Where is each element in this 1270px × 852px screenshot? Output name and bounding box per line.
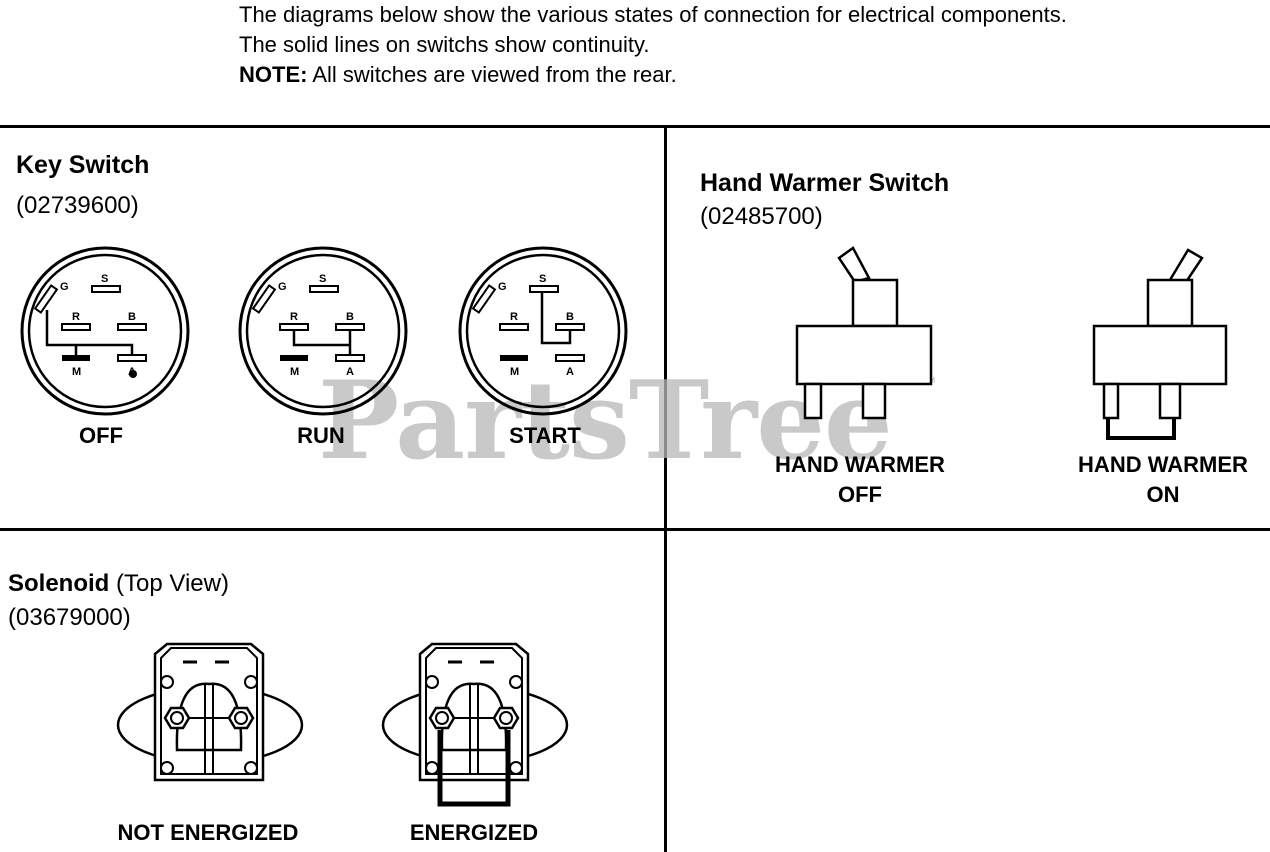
intro-note: NOTE: All switches are viewed from the r… (239, 60, 1067, 90)
solenoid-part-number: (03679000) (8, 604, 131, 631)
note-text: All switches are viewed from the rear. (307, 62, 677, 87)
svg-text:A: A (566, 366, 574, 378)
hand-warmer-title: Hand Warmer Switch (700, 169, 950, 197)
svg-text:A: A (346, 366, 354, 378)
terminal-label-r: R (72, 311, 80, 323)
key-switch-state-off: OFF (79, 423, 123, 448)
svg-text:S: S (319, 273, 326, 285)
key-switch-title: Key Switch (16, 151, 150, 179)
key-switch-state-run: RUN (297, 423, 345, 448)
hand-warmer-off-label: HAND WARMER OFF (750, 450, 970, 510)
hand-warmer-on-label: HAND WARMER ON (1053, 450, 1270, 510)
divider-middle (0, 528, 1270, 531)
terminal-label-a: A (128, 366, 136, 378)
hand-warmer-off-diagram (795, 246, 933, 420)
terminal-label-g: G (60, 281, 69, 293)
terminal-label-s: S (101, 273, 108, 285)
svg-text:S: S (539, 273, 546, 285)
svg-text:G: G (278, 281, 287, 293)
svg-text:G: G (498, 281, 507, 293)
hand-warmer-off-line-1: HAND WARMER (775, 452, 945, 477)
terminal-label-b: B (128, 311, 136, 323)
solenoid-not-energized-diagram (116, 642, 304, 782)
solenoid-title-bold: Solenoid (8, 570, 110, 597)
intro-line-1: The diagrams below show the various stat… (239, 2, 1067, 27)
solenoid-state-not-energized: NOT ENERGIZED (117, 820, 299, 845)
solenoid-title-suffix: (Top View) (109, 570, 229, 597)
svg-text:M: M (290, 366, 299, 378)
svg-text:R: R (290, 311, 298, 323)
hand-warmer-on-line-1: HAND WARMER (1078, 452, 1248, 477)
key-switch-start-diagram: G S R B M A (458, 246, 628, 416)
intro-text: The diagrams below show the various stat… (239, 0, 1067, 90)
key-switch-part-number: (02739600) (16, 192, 139, 219)
hand-warmer-part-number: (02485700) (700, 203, 823, 230)
svg-text:B: B (346, 311, 354, 323)
key-switch-state-start: START (509, 423, 581, 448)
svg-text:R: R (510, 311, 518, 323)
ground-terminal (33, 284, 59, 314)
divider-top (0, 125, 1270, 128)
divider-vertical (664, 125, 667, 852)
svg-text:M: M (510, 366, 519, 378)
hand-warmer-on-line-2: ON (1146, 482, 1180, 507)
svg-text:B: B (566, 311, 574, 323)
hand-warmer-off-line-2: OFF (838, 482, 882, 507)
key-switch-run-diagram: G S R B M A (238, 246, 408, 416)
solenoid-energized-diagram (381, 642, 569, 807)
solenoid-title: Solenoid (Top View) (8, 570, 229, 598)
note-label: NOTE: (239, 62, 308, 87)
hand-warmer-on-diagram (1092, 248, 1228, 440)
key-switch-off-diagram: G S R B M A (20, 246, 190, 416)
terminal-label-m: M (72, 366, 81, 378)
intro-line-2: The solid lines on switchs show continui… (239, 32, 650, 57)
solenoid-state-energized: ENERGIZED (409, 820, 539, 845)
